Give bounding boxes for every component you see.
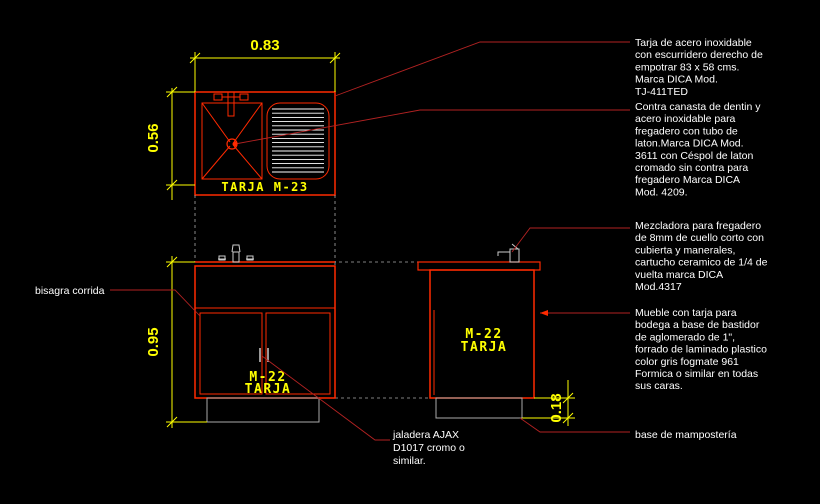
faucet-handle-right-icon — [239, 93, 249, 101]
bowl-diagonal — [201, 102, 231, 143]
leader-lines — [110, 41, 630, 441]
dimension-lines — [166, 52, 575, 428]
note-line: cromado sin contra para — [635, 162, 748, 174]
drainboard-ribs — [272, 108, 324, 173]
faucet-spout-icon — [227, 91, 235, 117]
plan-sink-label: TARJA M-23 — [221, 180, 308, 194]
guide-lines — [194, 195, 430, 399]
note-line: con escurridero derecho de — [635, 49, 763, 61]
note-line: 3611 con Céspol de laton — [635, 150, 753, 162]
front-view-cabinet: M-22 TARJA — [194, 244, 336, 423]
side-name: TARJA — [461, 340, 508, 355]
note-line: fregadero con tubo de — [635, 125, 738, 137]
note-line: de aglomerado de 1", — [635, 331, 735, 343]
note-line: vuelta marca DICA — [635, 269, 723, 281]
note-line: Mueble con tarja para — [635, 307, 737, 319]
faucet-front-icon — [218, 244, 254, 263]
note-line: de 8mm de cuello corto con — [635, 232, 764, 244]
dimension-front-height: 0.95 — [145, 327, 162, 356]
side-countertop — [417, 261, 541, 271]
note-line: bisagra corrida — [35, 285, 105, 297]
note-line: laton.Marca DICA Mod. — [635, 138, 744, 150]
front-code: M-22 — [249, 370, 286, 385]
side-view-cabinet: M-22 TARJA — [417, 243, 541, 419]
note-line: sus caras. — [635, 380, 683, 392]
note-line: forrado de laminado plastico — [635, 344, 767, 356]
base-left — [206, 397, 320, 423]
note-line: Mod.4317 — [635, 281, 682, 293]
note-line: Formica o similar en todas — [635, 368, 758, 380]
door-right — [265, 312, 331, 395]
note-line: Mezcladora para fregadero — [635, 220, 761, 232]
sink-bowl — [201, 102, 263, 180]
dimension-width: 0.83 — [250, 37, 279, 54]
dimension-base-height: 0.18 — [548, 393, 565, 422]
note-line: base de mampostería — [635, 429, 737, 441]
note-line: Contra canasta de dentin y — [635, 101, 761, 113]
plan-view-sink: TARJA M-23 — [194, 91, 336, 196]
note-line: Tarja de acero inoxidable — [635, 37, 752, 49]
note-line: similar. — [393, 455, 426, 467]
front-name: TARJA — [245, 382, 292, 397]
note-line: jaladera AJAX — [392, 429, 459, 441]
note-base: base de mampostería — [635, 429, 737, 441]
drainboard — [266, 102, 330, 180]
dimension-plan-height: 0.56 — [145, 123, 162, 152]
note-line: fregadero Marca DICA — [635, 174, 740, 186]
arrow-icon — [540, 310, 548, 316]
note-line: cartucho ceramico de 1/4 de — [635, 257, 768, 269]
note-line: cubierta y manerales, — [635, 244, 735, 256]
note-line: empotrar 83 x 58 cms. — [635, 61, 739, 73]
note-line: D1017 cromo o — [393, 442, 465, 454]
leader-dot-icon — [232, 141, 238, 147]
note-line: TJ-411TED — [635, 86, 688, 98]
plan-outline — [194, 91, 336, 196]
base-right — [435, 397, 523, 419]
note-line: Mod. 4209. — [635, 186, 688, 198]
faucet-handle-left-icon — [213, 93, 223, 101]
note-bisagra: bisagra corrida — [35, 285, 105, 297]
door-left — [199, 312, 263, 395]
side-code: M-22 — [465, 327, 502, 342]
note-line: Marca DICA Mod. — [635, 74, 718, 86]
note-line: bodega a base de bastidor — [635, 319, 760, 331]
note-line: color gris fogmate 961 — [635, 356, 739, 368]
note-line: acero inoxidable para — [635, 113, 736, 125]
